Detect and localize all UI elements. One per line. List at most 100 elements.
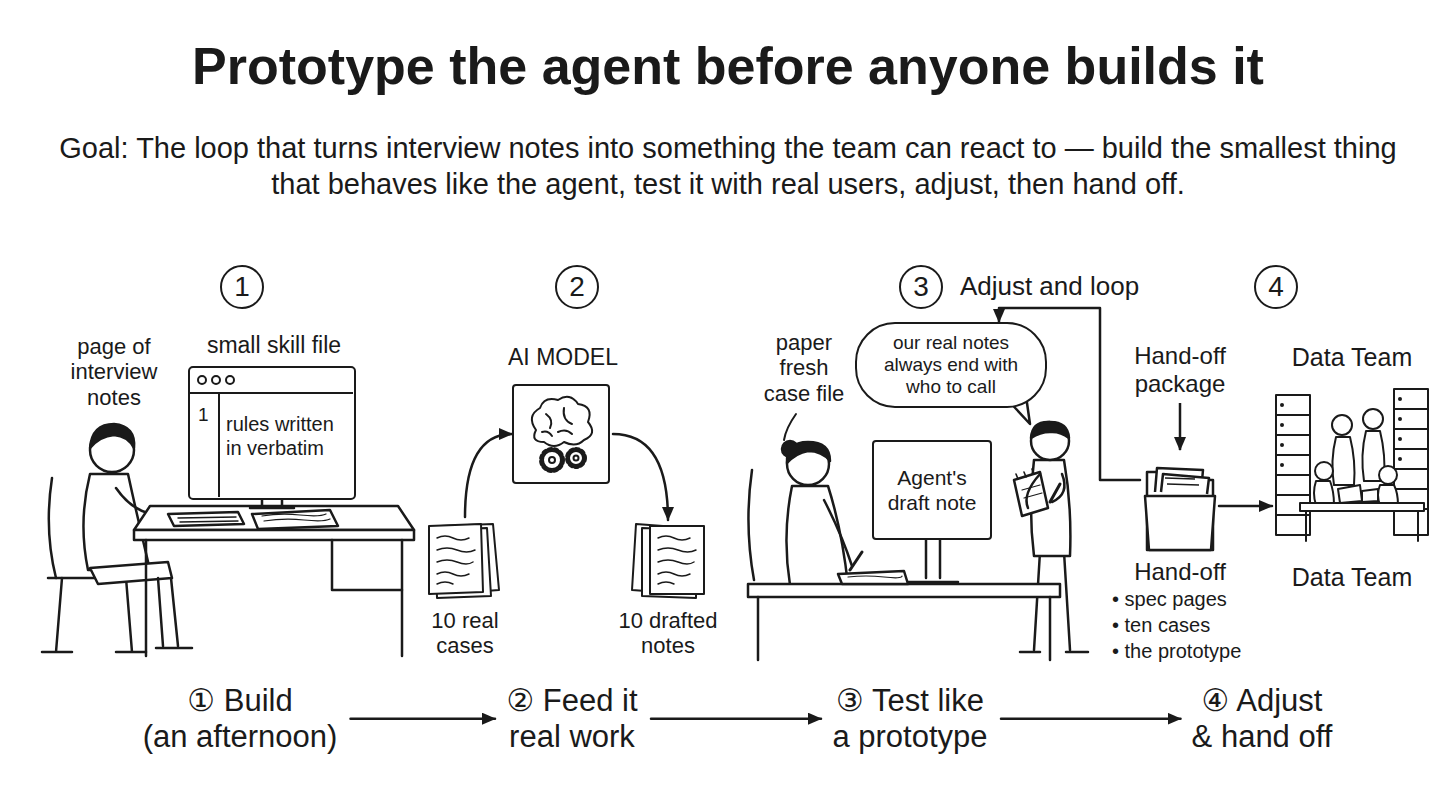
connector-arrow (1219, 505, 1272, 508)
person-at-desk (49, 478, 56, 578)
team-illustration (1379, 466, 1397, 484)
paper-stack-icon (437, 560, 473, 564)
person-at-desk (90, 562, 172, 584)
stack-label: 10 real cases (415, 608, 515, 659)
team-illustration (1394, 389, 1428, 535)
window-chrome (218, 392, 220, 497)
step-heading: (an afternoon) (142, 719, 339, 755)
step-circle: 2 (555, 265, 599, 309)
person-at-desk (134, 530, 414, 540)
skill-file-window: small skill file1rules written in verbat… (188, 366, 356, 500)
paper-stack-icon (437, 548, 475, 552)
test-scene (838, 571, 908, 584)
test-scene (748, 470, 754, 580)
speech-bubble: our real notes always end with who to ca… (855, 322, 1047, 408)
person-at-desk (178, 517, 238, 522)
team-illustration (1332, 415, 1352, 435)
team-illustration (1280, 397, 1402, 467)
paper-stack-icon (632, 524, 704, 598)
test-scene (786, 486, 848, 585)
monitor-screen: Agent's draft note (872, 440, 992, 540)
test-scene (850, 552, 862, 570)
test-scene (848, 576, 902, 578)
folder-heading: Hand-off package (1110, 342, 1250, 397)
bullet-item: • spec pages (1112, 588, 1227, 611)
edge-label: Adjust and loop (956, 271, 1143, 302)
team-illustration (1276, 389, 1428, 541)
person-at-desk (252, 510, 338, 529)
test-scene (1014, 472, 1048, 516)
folder-icon (1161, 474, 1209, 494)
bullet-item: • ten cases (1112, 614, 1210, 637)
paper-stack-icon (437, 572, 469, 576)
step-label: ① Build(an afternoon) (132, 683, 349, 754)
team-illustration (1300, 503, 1424, 511)
team-illustration (1362, 431, 1384, 481)
window-chrome (198, 376, 206, 384)
ai-model-box: AI MODEL (512, 384, 610, 484)
test-scene (824, 500, 852, 566)
test-scene (748, 396, 1088, 660)
person-at-desk (90, 424, 134, 448)
team-illustration (1272, 385, 1432, 547)
team-illustration (1378, 485, 1398, 505)
window-chrome (226, 376, 234, 384)
test-scene (1050, 484, 1060, 502)
package-arrow (1179, 403, 1182, 450)
callout-number: 2 (569, 271, 585, 303)
test-scene (1022, 485, 1042, 498)
brain-gears-icon (541, 449, 563, 471)
paper-stack-icon (658, 536, 690, 540)
test-scene (784, 414, 796, 440)
annotation-label: paper fresh case file (758, 330, 850, 406)
paper-stack-icon (650, 526, 704, 594)
paper-stack-icon (658, 548, 696, 552)
step-heading: ④ Adjust & hand off (1191, 683, 1334, 754)
brain-gears-icon (574, 456, 579, 461)
screen-text: Agent's draft note (882, 465, 982, 515)
window-chrome (190, 392, 353, 394)
team-illustration (1398, 457, 1402, 461)
team-illustration (1398, 437, 1402, 441)
test-scene (1031, 422, 1069, 438)
paper-stack-icon (658, 560, 694, 564)
file-text: rules written in verbatim (226, 412, 346, 460)
brain-gears-icon (543, 451, 561, 469)
package-arrow (1179, 403, 1182, 450)
team-illustration (1398, 397, 1402, 401)
paper-stack-icon (429, 524, 483, 594)
team-illustration (1314, 481, 1334, 505)
brain-gears-icon (532, 397, 592, 471)
test-scene (1031, 422, 1069, 460)
folder-icon (1143, 458, 1217, 558)
team-illustration (1272, 385, 1432, 551)
paper-stack-icon (658, 572, 690, 576)
brain-gears-icon (542, 408, 572, 436)
paper-stack-icon (435, 528, 491, 598)
person-at-desk (168, 512, 244, 526)
team-illustration (1398, 417, 1402, 421)
data-team: Data TeamData Team (1272, 385, 1432, 547)
test-scene (908, 540, 958, 582)
title-text: Prototype the agent before anyone builds… (0, 36, 1456, 96)
paper-stack-icon (632, 524, 690, 594)
brain-gears-icon (514, 386, 607, 481)
paper-stack: 10 drafted notes (628, 520, 708, 600)
team-label: Data Team (1262, 563, 1442, 592)
paper-stack-icon (628, 520, 708, 604)
paper-stack-icon (658, 582, 674, 584)
person-at-desk (250, 500, 294, 508)
paper-stack: 10 real cases (425, 520, 505, 600)
paper-stack-icon (429, 524, 499, 598)
paper-stack-icon (437, 536, 469, 540)
bullet-item: • the prototype (1112, 640, 1241, 663)
team-illustration (1338, 485, 1362, 503)
test-scene (1027, 474, 1041, 508)
box-caption: AI MODEL (484, 344, 642, 371)
connector-arrow (351, 717, 496, 720)
connector-arrow (465, 434, 512, 517)
person-at-desk (156, 578, 192, 648)
team-illustration (1394, 409, 1428, 509)
team-illustration (1276, 415, 1310, 515)
